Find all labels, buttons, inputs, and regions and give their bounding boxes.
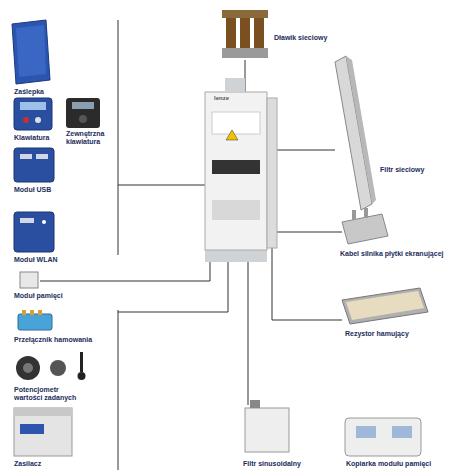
part-label: Moduł WLAN (14, 256, 94, 264)
wlan-module (14, 212, 54, 252)
potentiometer (16, 352, 86, 380)
part-label: Filtr sinusoidalny (243, 460, 333, 468)
power-supply (14, 408, 72, 456)
part-label: Rezystor hamujący (345, 330, 445, 338)
brake-resistor (342, 288, 428, 324)
part-label: Potencjometr wartości zadanych (14, 386, 84, 402)
part-label: Filtr sieciowy (380, 166, 460, 174)
part-label: Zasilacz (14, 460, 94, 468)
sine-filter (245, 400, 289, 452)
brake-switch (18, 310, 52, 330)
part-label: Przełącznik hamowania (14, 336, 114, 344)
usb-module (14, 148, 54, 182)
inverter (205, 78, 277, 262)
line-choke (222, 10, 268, 58)
part-label: Moduł USB (14, 186, 94, 194)
memory-module (20, 272, 38, 288)
part-label: Moduł pamięci (14, 292, 104, 300)
wires (40, 20, 342, 470)
line-filter (335, 56, 376, 210)
blanking-cover (12, 20, 50, 84)
part-label: Klawiatura (14, 134, 64, 142)
part-label: Kabel silnika płytki ekranującej (340, 250, 470, 258)
keypad (14, 98, 100, 130)
shield-plate (342, 208, 388, 244)
part-label: Zaślepka (14, 88, 94, 96)
memory-copier (345, 418, 421, 456)
part-label: Kopiarka modułu pamięci (346, 460, 466, 468)
part-label: Dławik sieciowy (274, 34, 364, 42)
part-label: Zewnętrzna klawiatura (66, 130, 116, 146)
brand-logo: lenze (214, 94, 254, 102)
